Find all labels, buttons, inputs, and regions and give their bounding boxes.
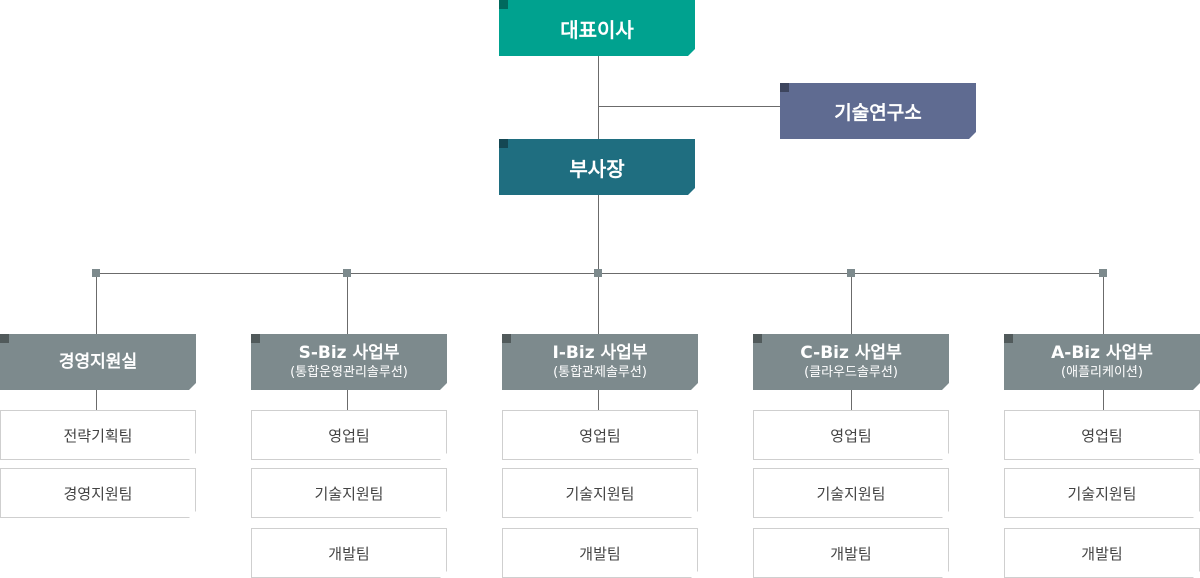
department-box-c-biz: C-Biz 사업부 (클라우드솔루션) xyxy=(753,334,949,390)
team-label: 전략기획팀 xyxy=(63,426,133,445)
team-box: 기술지원팀 xyxy=(251,468,447,518)
connector-dept-1 xyxy=(96,273,97,334)
connector-dept-5 xyxy=(1103,273,1104,334)
department-name: I-Biz 사업부 xyxy=(552,343,648,363)
department-name: 경영지원실 xyxy=(58,351,138,372)
junction-dot-5 xyxy=(1099,269,1107,277)
team-label: 경영지원팀 xyxy=(63,484,133,503)
team-label: 개발팀 xyxy=(1081,544,1123,563)
department-name: A-Biz 사업부 xyxy=(1051,343,1153,363)
research-lab-box: 기술연구소 xyxy=(780,83,976,139)
research-lab-label: 기술연구소 xyxy=(834,101,922,124)
junction-dot-2 xyxy=(343,269,351,277)
connector-dept-2 xyxy=(347,273,348,334)
department-box-management: 경영지원실 xyxy=(0,334,196,390)
department-box-i-biz: I-Biz 사업부 (통합관제솔루션) xyxy=(502,334,698,390)
team-label: 기술지원팀 xyxy=(565,484,635,503)
team-box: 개발팀 xyxy=(251,528,447,578)
junction-dot-3 xyxy=(594,269,602,277)
junction-dot-1 xyxy=(92,269,100,277)
department-subtitle: (통합운영관리솔루션) xyxy=(290,365,408,380)
team-label: 기술지원팀 xyxy=(314,484,384,503)
team-box: 개발팀 xyxy=(753,528,949,578)
connector-dept-3 xyxy=(598,273,599,334)
team-box: 영업팀 xyxy=(502,410,698,460)
connector-lab xyxy=(598,106,780,107)
team-box: 기술지원팀 xyxy=(1004,468,1200,518)
department-box-a-biz: A-Biz 사업부 (애플리케이션) xyxy=(1004,334,1200,390)
team-label: 영업팀 xyxy=(579,426,621,445)
vice-president-box: 부사장 xyxy=(499,139,695,195)
connector-dept-4 xyxy=(851,273,852,334)
team-label: 영업팀 xyxy=(328,426,370,445)
connector-team-2 xyxy=(347,390,348,410)
team-label: 개발팀 xyxy=(328,544,370,563)
team-box: 개발팀 xyxy=(1004,528,1200,578)
team-box: 영업팀 xyxy=(753,410,949,460)
team-box: 기술지원팀 xyxy=(502,468,698,518)
team-box: 기술지원팀 xyxy=(753,468,949,518)
team-label: 개발팀 xyxy=(830,544,872,563)
team-label: 기술지원팀 xyxy=(816,484,886,503)
vice-president-label: 부사장 xyxy=(569,156,625,181)
team-box: 경영지원팀 xyxy=(0,468,196,518)
ceo-box: 대표이사 xyxy=(499,0,695,56)
connector-team-3 xyxy=(598,390,599,410)
department-box-s-biz: S-Biz 사업부 (통합운영관리솔루션) xyxy=(251,334,447,390)
connector-ceo-vp xyxy=(598,56,599,139)
team-box: 영업팀 xyxy=(251,410,447,460)
connector-team-1 xyxy=(96,390,97,410)
department-subtitle: (애플리케이션) xyxy=(1061,365,1143,380)
department-subtitle: (클라우드솔루션) xyxy=(804,365,898,380)
department-name: C-Biz 사업부 xyxy=(800,343,902,363)
department-subtitle: (통합관제솔루션) xyxy=(553,365,647,380)
department-name: S-Biz 사업부 xyxy=(298,343,400,363)
connector-team-5 xyxy=(1103,390,1104,410)
team-label: 영업팀 xyxy=(1081,426,1123,445)
connector-team-4 xyxy=(851,390,852,410)
team-box: 개발팀 xyxy=(502,528,698,578)
team-label: 개발팀 xyxy=(579,544,621,563)
ceo-label: 대표이사 xyxy=(560,17,634,42)
team-box: 전략기획팀 xyxy=(0,410,196,460)
team-label: 기술지원팀 xyxy=(1067,484,1137,503)
connector-vp-bus xyxy=(598,195,599,273)
team-box: 영업팀 xyxy=(1004,410,1200,460)
junction-dot-4 xyxy=(847,269,855,277)
team-label: 영업팀 xyxy=(830,426,872,445)
